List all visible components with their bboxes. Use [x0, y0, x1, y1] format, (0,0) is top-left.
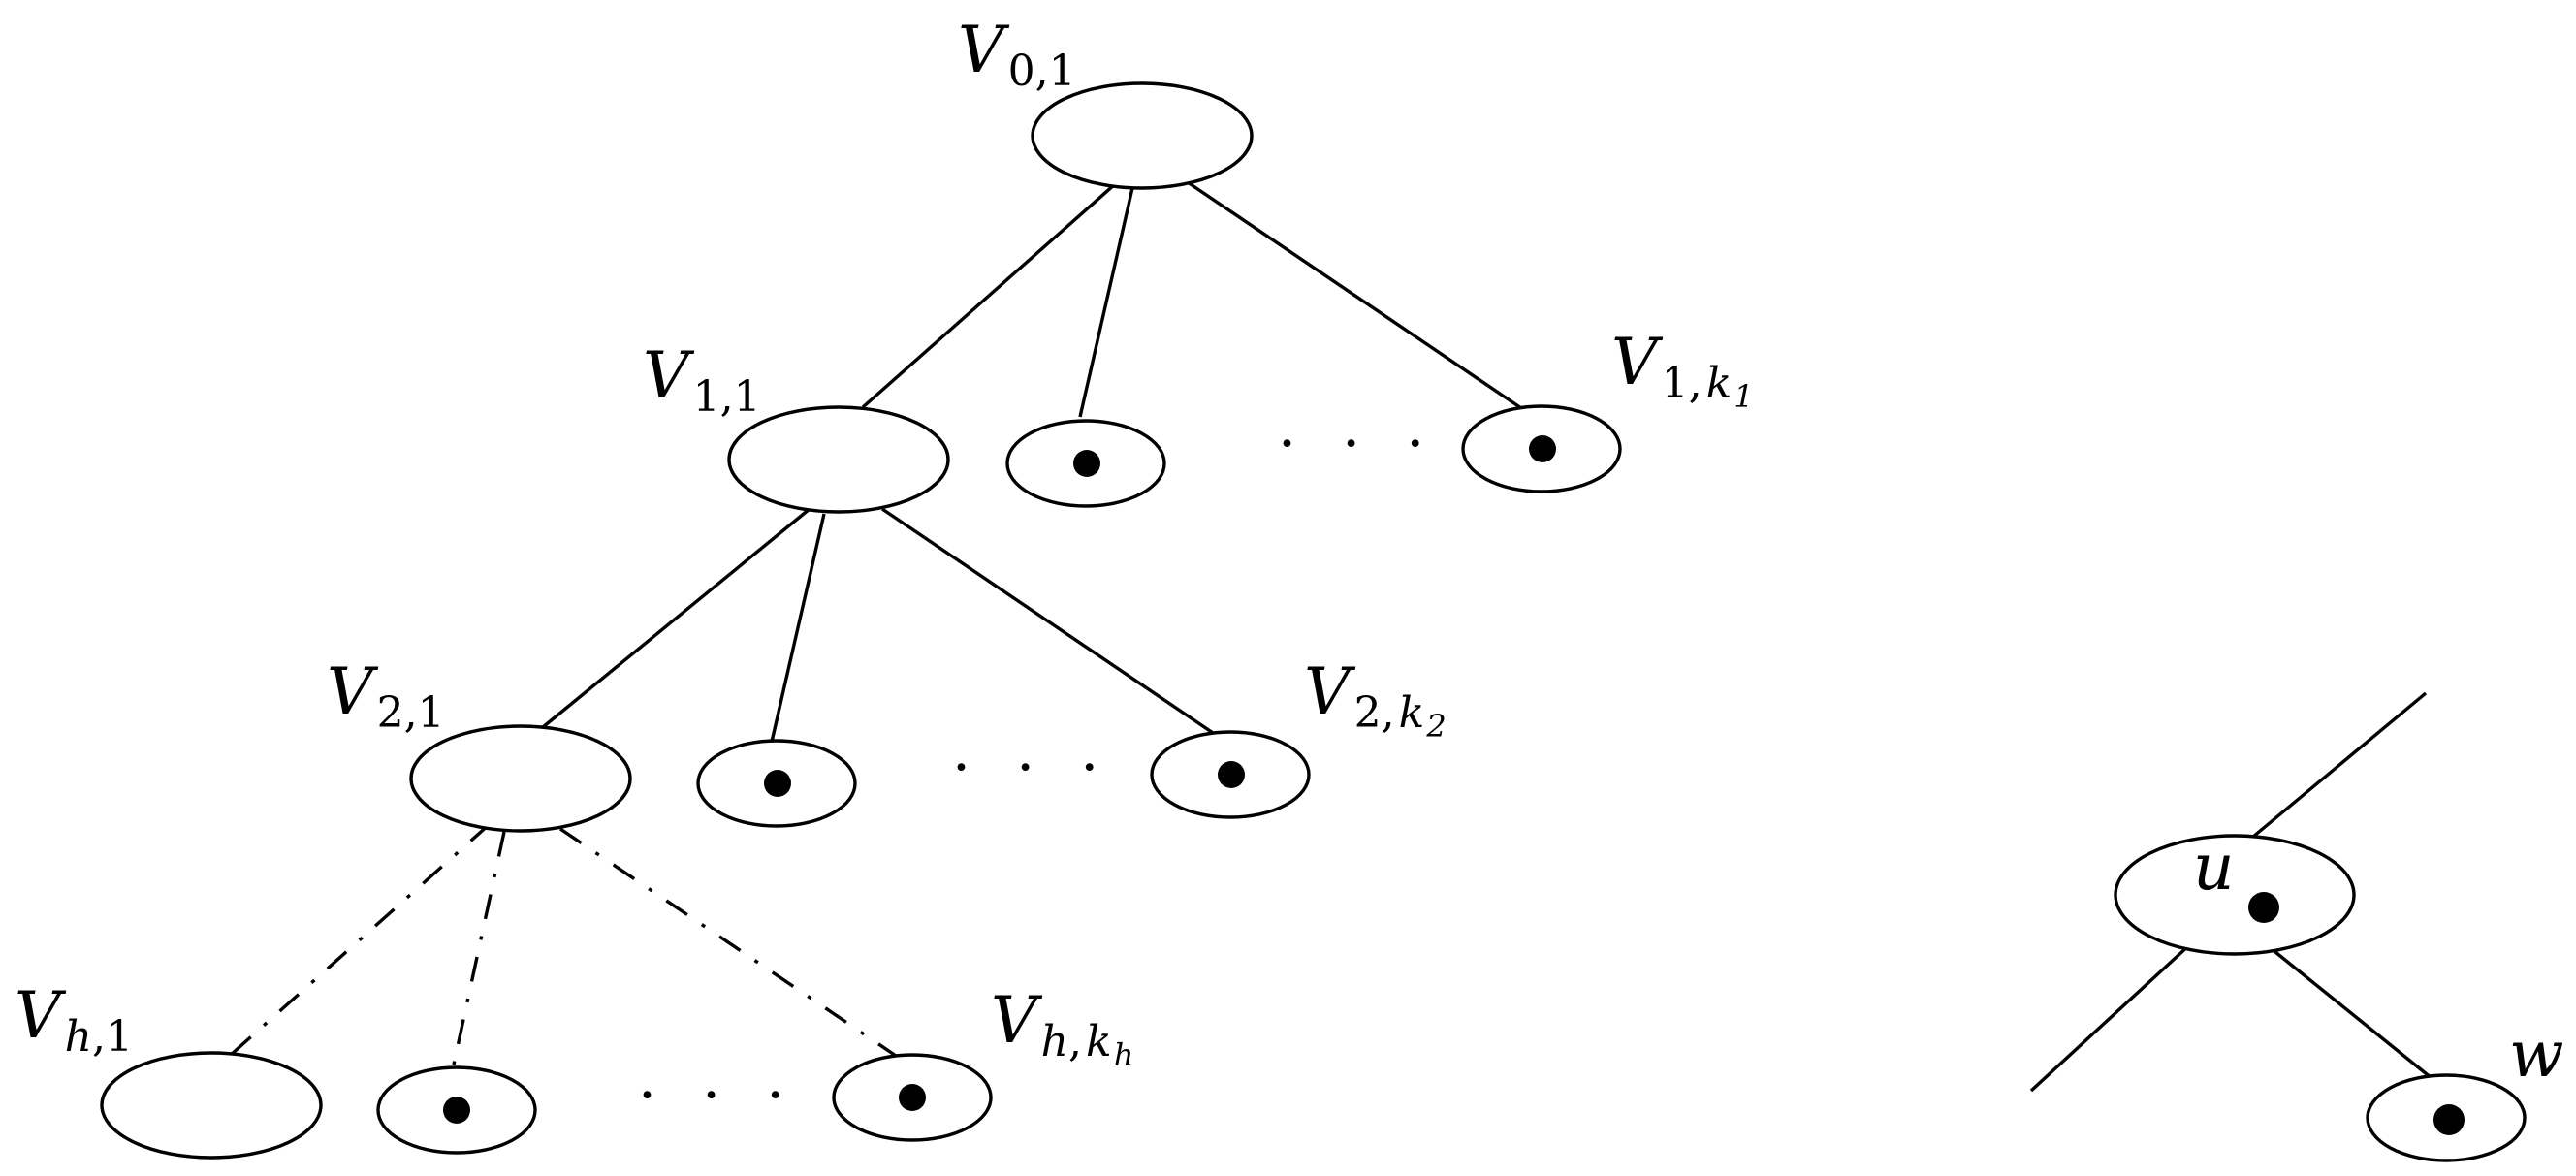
- vertex-dot-u: [2248, 892, 2279, 923]
- edge-v11-v2k: [881, 507, 1223, 741]
- node-v11: [727, 405, 950, 514]
- ellipsis-level-h: · · ·: [638, 1062, 798, 1129]
- vertex-dot: [1218, 761, 1245, 788]
- ellipsis-level-1: · · ·: [1278, 410, 1438, 478]
- edges-level-0: [861, 180, 1528, 418]
- node-v21: [409, 724, 632, 833]
- edge-u-w: [2269, 946, 2433, 1080]
- edges-level-2: [229, 822, 903, 1065]
- edge-v21-vh1: [229, 822, 492, 1057]
- label-vhk: Vh,kh: [991, 983, 1133, 1073]
- ellipses: · · · · · · · · ·: [638, 410, 1438, 1129]
- label-v2k: V2,k2: [1304, 654, 1447, 745]
- edges-level-1: [541, 507, 1223, 743]
- label-v11: V1,1: [643, 338, 761, 422]
- vertex-dot: [443, 1097, 470, 1124]
- label-vh1: Vh,1: [15, 978, 133, 1062]
- label-u: u: [2193, 830, 2235, 905]
- edges-gadget: [2029, 691, 2433, 1093]
- edge-v11-leaf-2: [770, 513, 826, 743]
- label-v21: V2,1: [327, 654, 445, 738]
- edge-v21-leaf-h: [452, 831, 506, 1065]
- edge-v01-leaf-1: [1078, 187, 1134, 418]
- vertex-dot: [899, 1084, 926, 1111]
- edge-v01-v1k: [1187, 180, 1528, 414]
- label-v1k: V1,k1: [1611, 325, 1754, 415]
- vertex-dot: [1529, 435, 1556, 462]
- node-v01: [1031, 81, 1254, 190]
- label-w: w: [2509, 1017, 2564, 1092]
- label-v01: V0,1: [958, 13, 1076, 96]
- edge-v11-v21: [541, 507, 811, 729]
- ellipsis-level-2: · · ·: [952, 734, 1112, 802]
- vertex-dot: [764, 770, 791, 797]
- nodes: [100, 81, 2527, 1162]
- vertex-dot-w: [2433, 1104, 2465, 1135]
- edge-v21-vhk: [559, 827, 903, 1062]
- edge-gadget-top: [2245, 691, 2428, 843]
- node-u: [2114, 834, 2356, 956]
- node-vh1: [100, 1051, 323, 1160]
- edge-v01-v11: [861, 182, 1117, 409]
- labels: V0,1 V1,1 V1,k1 V2,1 V2,k2 Vh,1 Vh,kh u …: [15, 13, 2564, 1092]
- edge-gadget-left: [2029, 943, 2191, 1093]
- vertex-dot: [1073, 450, 1100, 477]
